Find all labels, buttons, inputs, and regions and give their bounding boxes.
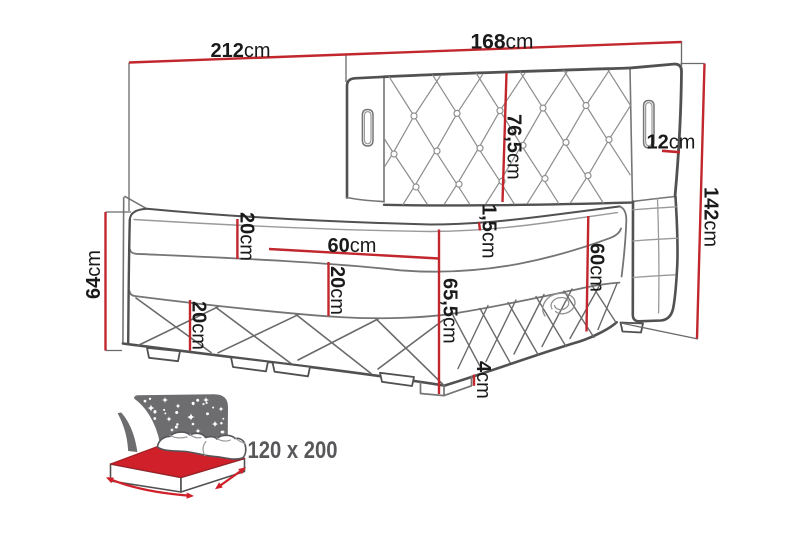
- svg-text:76,5cm: 76,5cm: [503, 114, 525, 180]
- svg-text:1,5cm: 1,5cm: [478, 204, 500, 258]
- svg-text:20cm: 20cm: [236, 212, 258, 261]
- svg-text:65,5cm: 65,5cm: [439, 278, 461, 344]
- svg-text:142cm: 142cm: [699, 187, 721, 247]
- svg-text:20cm: 20cm: [188, 301, 210, 350]
- svg-text:60cm: 60cm: [586, 243, 608, 292]
- svg-text:4cm: 4cm: [472, 361, 494, 399]
- svg-text:168cm: 168cm: [470, 31, 533, 54]
- svg-text:64cm: 64cm: [83, 250, 105, 299]
- svg-text:212cm: 212cm: [210, 40, 270, 62]
- svg-text:20cm: 20cm: [326, 266, 348, 315]
- svg-text:12cm: 12cm: [647, 132, 696, 154]
- svg-text:120 x 200: 120 x 200: [248, 437, 338, 464]
- svg-text:60cm: 60cm: [328, 235, 377, 257]
